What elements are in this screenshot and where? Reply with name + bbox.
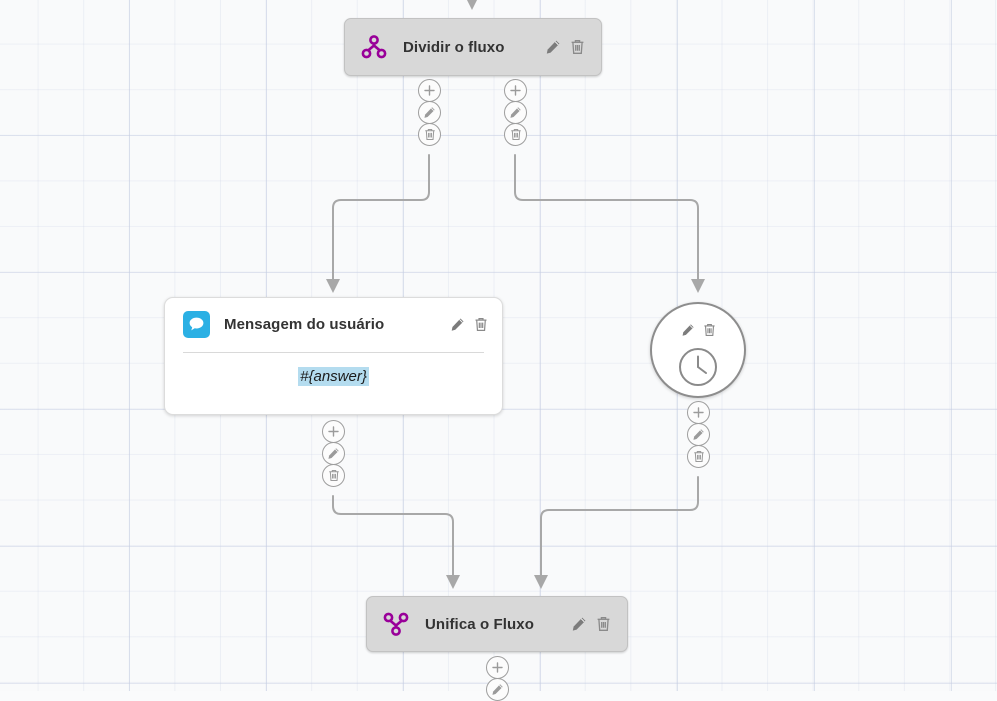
node-mensagem-do-usuario[interactable]: Mensagem do usuário [164, 297, 503, 415]
chat-bubble-icon [183, 310, 210, 338]
delete-icon[interactable] [474, 317, 488, 332]
edit-icon[interactable] [571, 616, 587, 632]
connector-stack-delay-out[interactable] [687, 401, 710, 468]
node-actions [450, 317, 488, 332]
add-icon[interactable] [504, 79, 527, 102]
node-delay[interactable] [650, 302, 746, 398]
delete-icon[interactable] [570, 39, 585, 55]
edit-icon[interactable] [450, 317, 465, 332]
add-icon[interactable] [322, 420, 345, 443]
edit-icon[interactable] [418, 101, 441, 124]
edge-split-to-message [326, 154, 430, 293]
edit-icon[interactable] [322, 442, 345, 465]
edit-icon[interactable] [681, 323, 695, 342]
node-unifica-o-fluxo[interactable]: Unifica o Fluxo [366, 596, 628, 652]
node-header: Mensagem do usuário [165, 298, 502, 340]
edit-icon[interactable] [486, 678, 509, 701]
edit-icon[interactable] [687, 423, 710, 446]
clock-icon [677, 346, 719, 393]
edge-delay-to-merge [534, 476, 699, 589]
node-title: Unifica o Fluxo [425, 615, 535, 633]
connector-stack-merge-out[interactable] [486, 656, 509, 701]
node-body: #{answer} [165, 353, 502, 399]
add-icon[interactable] [687, 401, 710, 424]
connector-stack-split-out-left[interactable] [418, 79, 441, 146]
add-icon[interactable] [418, 79, 441, 102]
delete-icon[interactable] [703, 323, 716, 342]
delete-icon[interactable] [418, 123, 441, 146]
flow-merge-icon [383, 612, 409, 636]
flow-split-icon [361, 35, 387, 59]
node-divider [183, 352, 484, 353]
node-title: Mensagem do usuário [224, 315, 385, 333]
edge-split-to-delay [514, 154, 705, 293]
edit-icon[interactable] [545, 39, 561, 55]
connector-stack-split-out-right[interactable] [504, 79, 527, 146]
node-title: Dividir o fluxo [403, 38, 505, 56]
connector-stack-message-out[interactable] [322, 420, 345, 487]
node-dividir-o-fluxo[interactable]: Dividir o fluxo [344, 18, 602, 76]
delete-icon[interactable] [596, 616, 611, 632]
delete-icon[interactable] [687, 445, 710, 468]
node-actions [681, 323, 716, 342]
add-icon[interactable] [486, 656, 509, 679]
edit-icon[interactable] [504, 101, 527, 124]
delete-icon[interactable] [322, 464, 345, 487]
delete-icon[interactable] [504, 123, 527, 146]
edge-message-to-merge [332, 495, 460, 589]
node-actions [571, 616, 611, 632]
node-actions [545, 39, 585, 55]
answer-token[interactable]: #{answer} [298, 366, 369, 386]
